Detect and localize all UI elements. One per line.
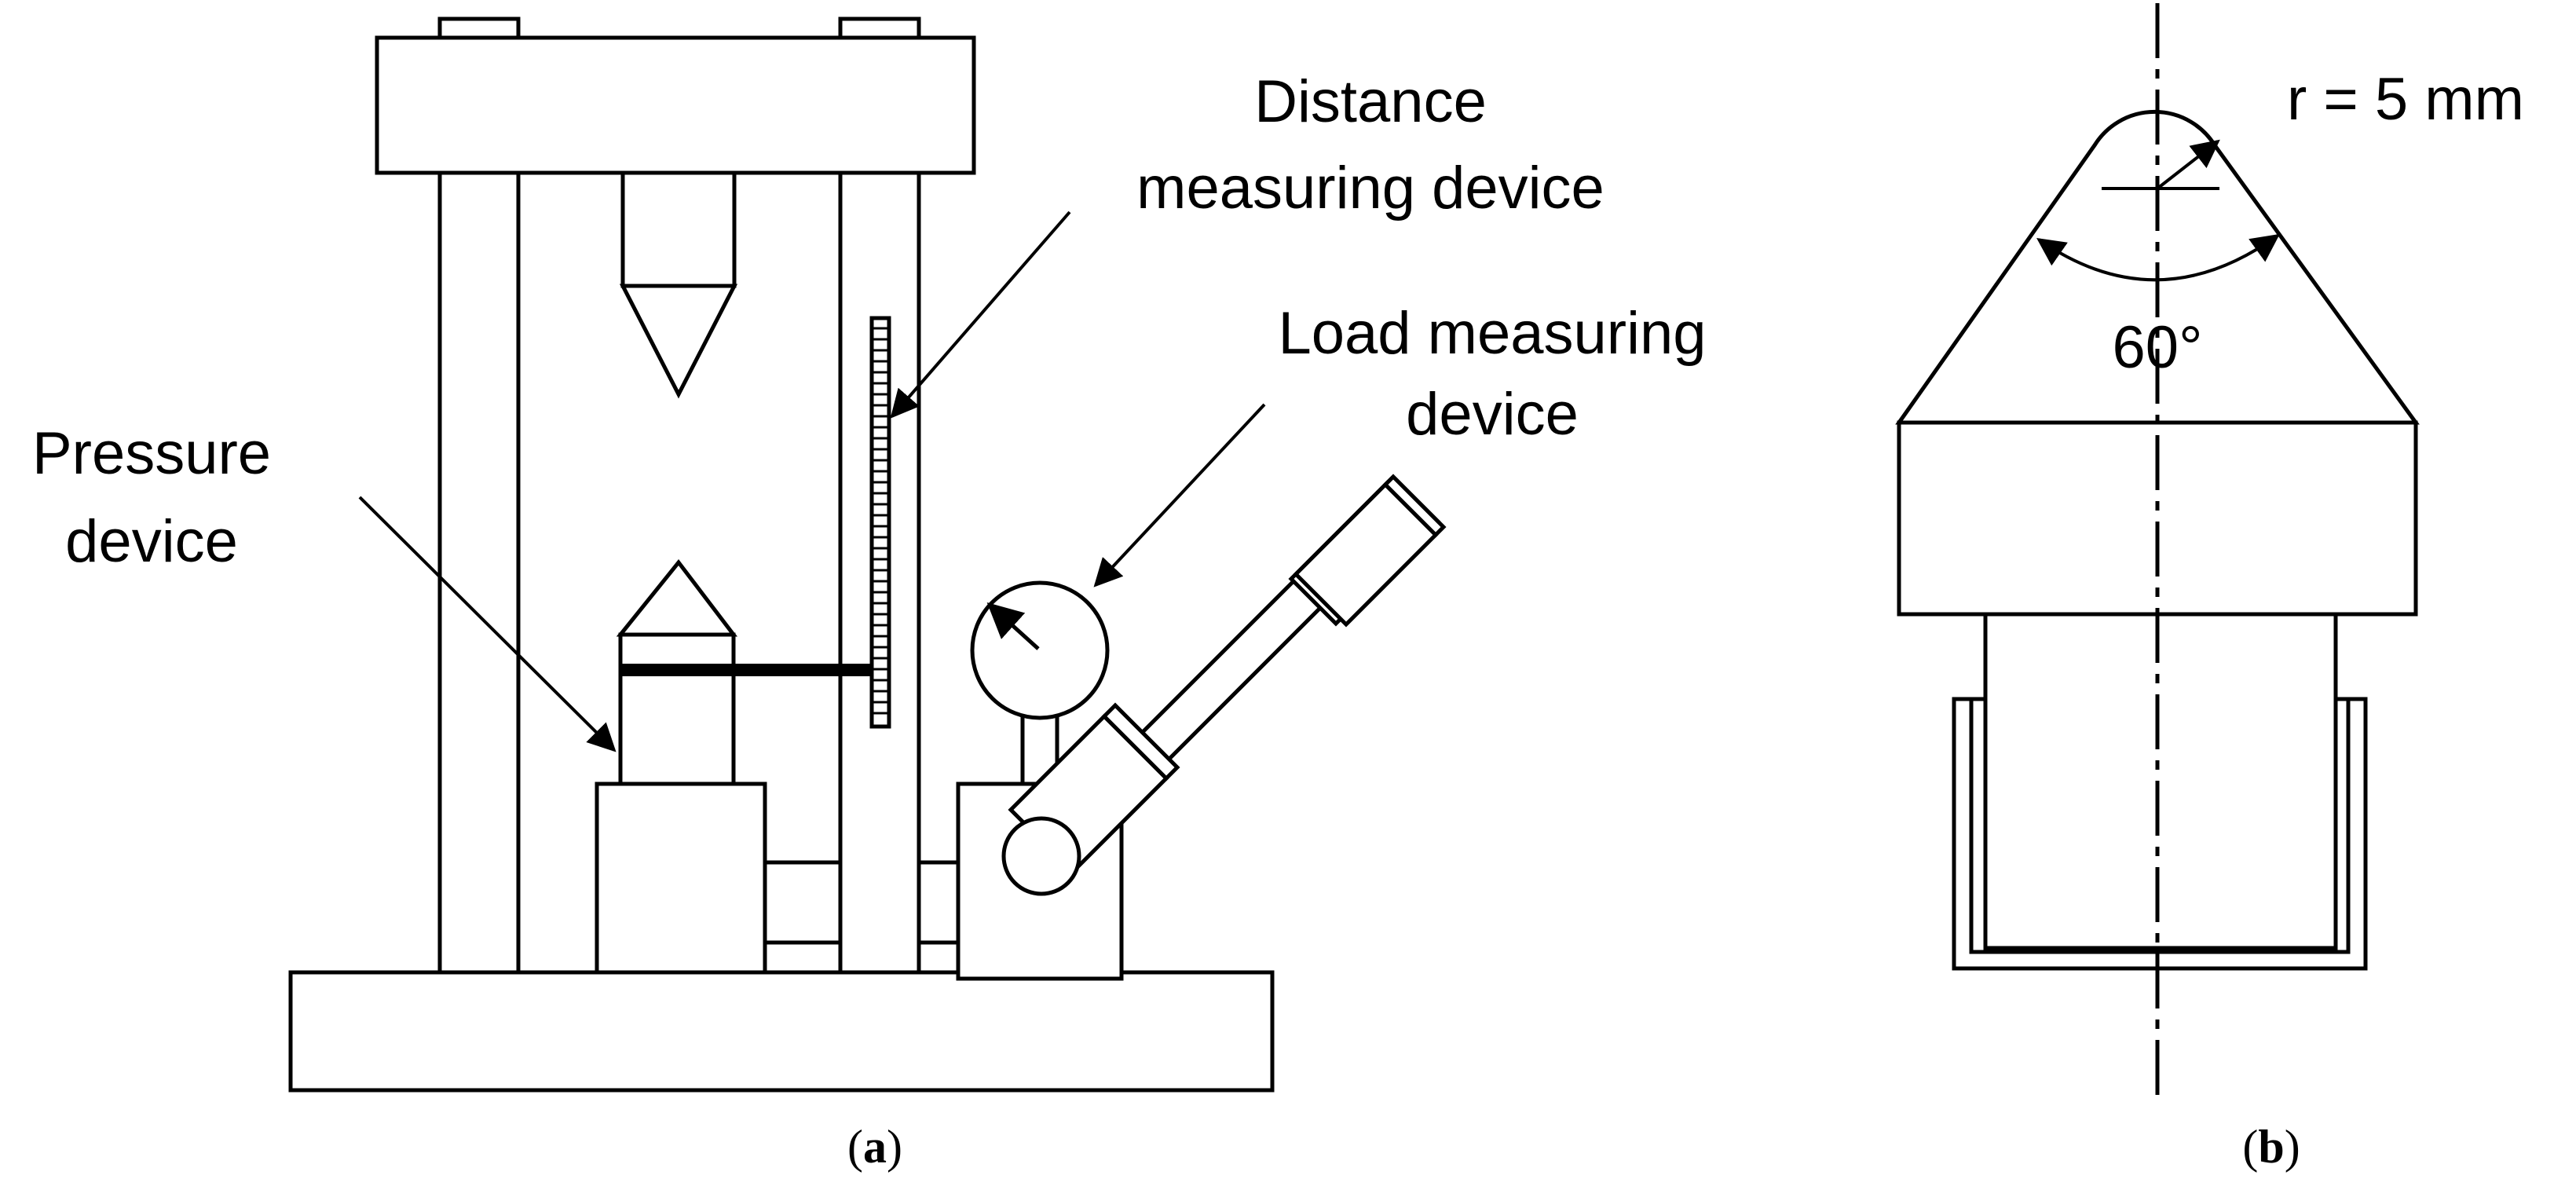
load-label-line2: device <box>1406 381 1579 448</box>
panel-b-caption: (b) <box>2242 1121 2300 1173</box>
panel-b-indenter-tip: r = 5 mm 60° (b) <box>1895 3 2524 1173</box>
radius-arrow <box>2156 139 2220 190</box>
distance-scale <box>869 316 891 729</box>
connecting-bar <box>620 664 873 676</box>
hydraulic-lines <box>765 860 958 945</box>
angle-label: 60° <box>2113 314 2203 381</box>
load-gauge <box>970 580 1110 720</box>
load-label-line1: Load measuring <box>1278 300 1706 367</box>
panel-a-caption: (a) <box>847 1121 902 1173</box>
pressure-device-block <box>595 782 767 975</box>
base-plate <box>288 970 1275 1093</box>
load-leader-arrow <box>1093 403 1266 588</box>
pressure-leader-arrow <box>358 496 617 752</box>
lever-handle-end <box>1382 474 1447 538</box>
top-crossbeam <box>375 35 976 175</box>
distance-label-line1: Distance <box>1254 68 1487 135</box>
distance-label-line2: measuring device <box>1136 155 1605 221</box>
angle-arc <box>2036 233 2280 282</box>
panel-a-test-rig: Distance measuring device Load measuring… <box>32 16 1707 1173</box>
top-nut-left <box>437 16 521 40</box>
lever-pivot <box>1001 816 1081 896</box>
frame-columns <box>437 170 921 975</box>
pressure-label-line1: Pressure <box>32 420 271 487</box>
lower-indenter <box>616 558 738 786</box>
top-nut-right <box>838 16 921 40</box>
pressure-label-line2: device <box>65 508 238 575</box>
upper-indenter <box>619 170 738 399</box>
radius-label: r = 5 mm <box>2287 66 2524 133</box>
indenter-shank <box>1983 610 2338 950</box>
distance-leader-arrow <box>890 210 1071 419</box>
